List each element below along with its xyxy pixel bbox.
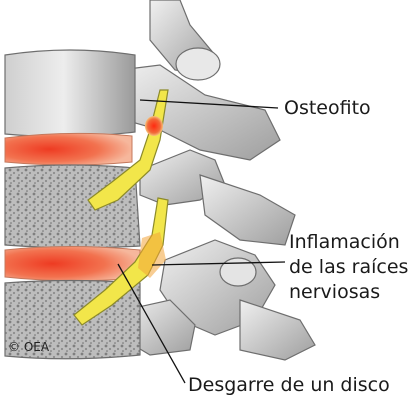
spinous-process-lower (240, 300, 315, 360)
intervertebral-disc-top (5, 133, 132, 165)
osteophyte-spur (145, 116, 163, 136)
articular-knob-upper (176, 48, 220, 80)
label-inflamacion-line3: nerviosas (289, 280, 408, 305)
label-inflamacion-line1: Inflamación (289, 230, 408, 255)
vertebral-body-top (5, 50, 135, 137)
spinous-process-middle (200, 175, 295, 245)
label-inflamacion-raices: Inflamación de las raíces nerviosas (289, 230, 408, 305)
label-inflamacion-line2: de las raíces (289, 255, 408, 280)
label-desgarre-disco: Desgarre de un disco (188, 373, 390, 398)
copyright-mark: © OEA (8, 340, 49, 354)
vertebral-column (5, 50, 140, 359)
label-osteofito: Osteofito (284, 96, 371, 121)
vertebral-processes (120, 0, 315, 360)
